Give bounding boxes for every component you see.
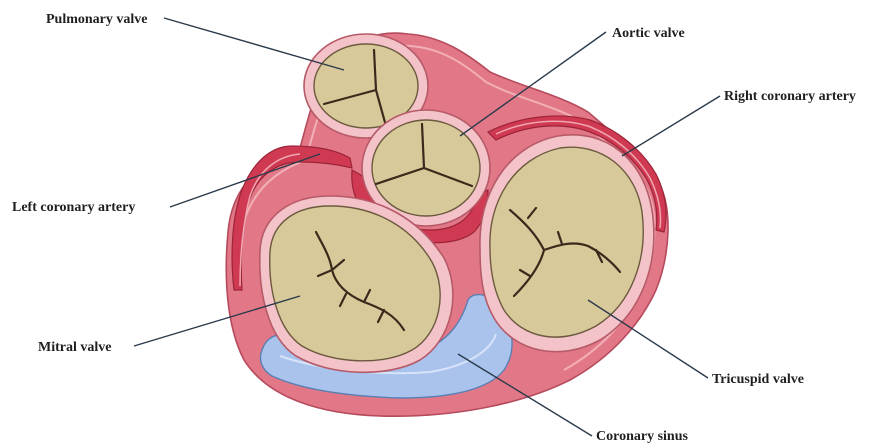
mitral-valve-label: Mitral valve [38, 340, 111, 355]
coronary-sinus-label: Coronary sinus [596, 429, 688, 444]
right-coronary-artery-leader [622, 96, 720, 156]
left-coronary-artery-label: Left coronary artery [12, 200, 135, 215]
right-coronary-artery-label: Right coronary artery [724, 89, 856, 104]
tricuspid-valve-label: Tricuspid valve [712, 372, 804, 387]
pulmonary-valve-leader [164, 18, 344, 70]
aortic-valve-label: Aortic valve [612, 26, 685, 41]
pulmonary-valve-label: Pulmonary valve [46, 12, 148, 27]
